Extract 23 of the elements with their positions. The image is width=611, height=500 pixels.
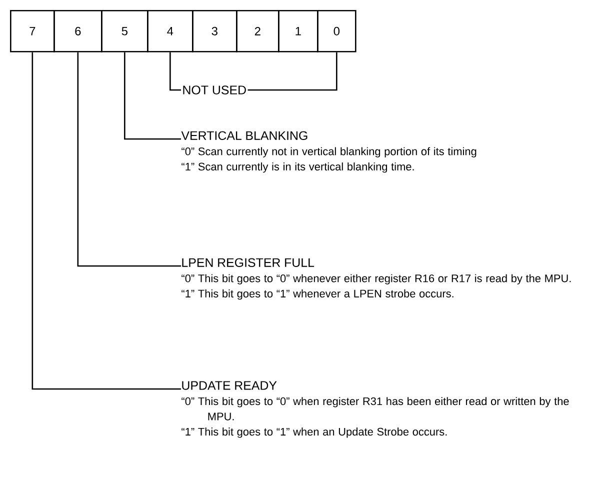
leader-line [77, 52, 181, 267]
bit-cell: 4 [147, 10, 194, 52]
bit-description: “0” This bit goes to “0” whenever either register R16 or R17 is read by the MPU. [182, 274, 571, 284]
bit-cell: 2 [236, 10, 280, 52]
bit-cell: 1 [278, 10, 318, 52]
bit-cell: 3 [192, 10, 238, 52]
leader-line [170, 52, 181, 91]
field-heading: LPEN REGISTER FULL [182, 258, 314, 268]
leader-line [124, 52, 181, 140]
bit-description: “1” This bit goes to “1” whenever a LPEN strobe occurs. [182, 289, 454, 300]
leader-line [32, 52, 181, 390]
bit-description: “1” This bit goes to “1” when an Update Strobe occurs. [182, 428, 447, 438]
field-heading: VERTICAL BLANKING [181, 131, 308, 140]
leader-line [248, 52, 338, 91]
bit-description: “0” This bit goes to “0” when register R31 has been either read or written by the MPU. [182, 397, 569, 420]
bit-cell: 0 [317, 10, 356, 52]
bit-description: “0” Scan currently not in vertical blanking portion of its timing [182, 147, 476, 158]
bit-cell: 5 [101, 10, 148, 52]
bit-cell: 7 [10, 10, 55, 52]
field-heading: UPDATE READY [182, 381, 277, 390]
field-label: NOT USED [183, 86, 246, 94]
bit-description: “1” Scan currently is in its vertical blanking time. [182, 162, 414, 173]
bit-cell: 6 [54, 10, 102, 52]
